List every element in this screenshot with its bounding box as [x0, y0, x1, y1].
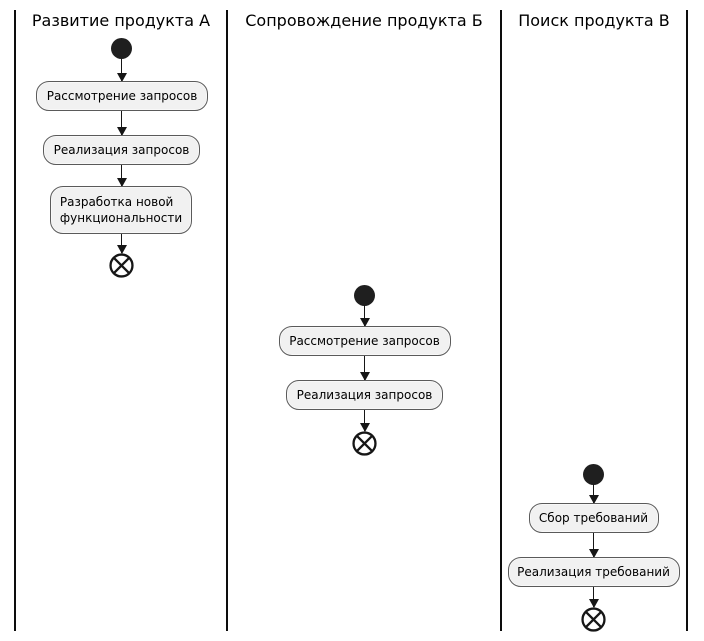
flow-arrow [589, 587, 600, 608]
lane-title-development: Развитие продукта А [31, 10, 211, 30]
flow-final-node-icon [352, 430, 377, 456]
flow-arrow [360, 410, 371, 432]
lane-title-maintenance: Сопровождение продукта Б [245, 10, 483, 30]
activity-review-requests: Рассмотрение запросов [278, 326, 451, 356]
flow-arrow [117, 234, 128, 254]
flow-arrow [117, 165, 128, 187]
flow-arrow [589, 484, 600, 504]
activity-review-requests: Рассмотрение запросов [36, 81, 208, 111]
start-node [111, 38, 132, 59]
activity-implement-requirements: Реализация требований [507, 557, 680, 587]
flow-arrow [589, 533, 600, 558]
flow-final-node-icon [109, 252, 134, 278]
flow-arrow [360, 356, 371, 381]
lane-border-right [686, 10, 688, 631]
flow-final-node-icon [581, 606, 606, 632]
activity-implement-requests: Реализация запросов [286, 380, 443, 410]
lane-border-2-3 [500, 10, 502, 631]
lane-border-left [14, 10, 16, 631]
activity-implement-requests: Реализация запросов [43, 135, 200, 165]
lane-title-search: Поиск продукта В [518, 10, 670, 30]
flow-arrow [117, 111, 128, 136]
activity-gather-requirements: Сбор требований [528, 503, 659, 533]
start-node [583, 463, 604, 485]
activity-develop-new-functionality: Разработка новой функциональности [50, 186, 192, 234]
flow-arrow [117, 59, 128, 82]
lane-border-1-2 [226, 10, 228, 631]
flow-arrow [360, 305, 371, 327]
start-node [354, 284, 375, 306]
